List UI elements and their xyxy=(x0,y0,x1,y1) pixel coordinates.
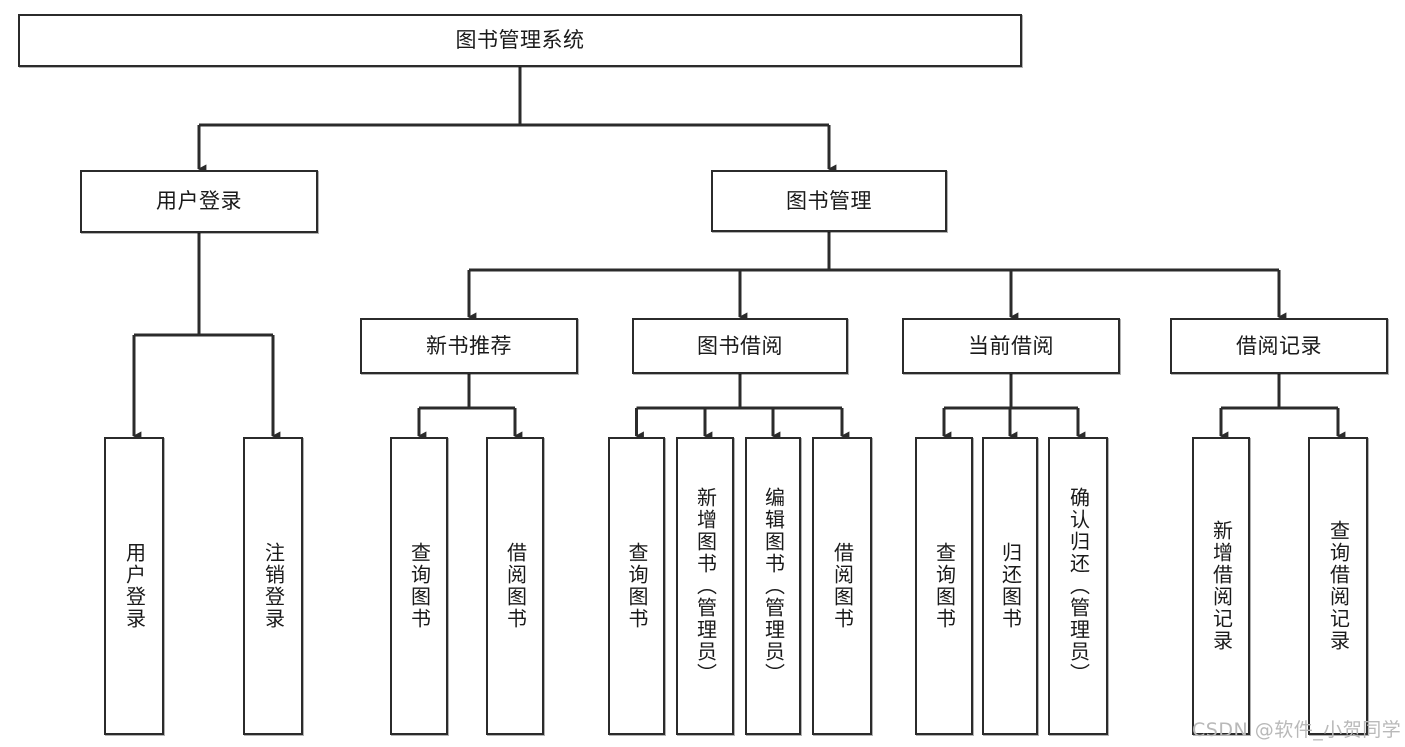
node-label: 图书管理系统 xyxy=(455,28,585,53)
node-label: 借阅图书 xyxy=(830,542,855,630)
node-book-manage[interactable]: 图书管理 xyxy=(711,170,947,232)
node-leaf-borrow-lend[interactable]: 借阅图书 xyxy=(812,437,872,735)
node-label: 确认归还（管理员） xyxy=(1066,487,1091,685)
node-leaf-borrow-edit[interactable]: 编辑图书（管理员） xyxy=(745,437,801,735)
node-label: 新书推荐 xyxy=(426,333,512,358)
node-user-login[interactable]: 用户登录 xyxy=(80,170,318,233)
node-root[interactable]: 图书管理系统 xyxy=(18,14,1022,67)
node-leaf-borrow-add[interactable]: 新增图书（管理员） xyxy=(676,437,734,735)
node-label: 用户登录 xyxy=(122,542,147,630)
node-leaf-borrow-query[interactable]: 查询图书 xyxy=(608,437,665,735)
node-label: 查询借阅记录 xyxy=(1326,520,1351,652)
watermark-text: CSDN @软件_小贺同学 xyxy=(1192,719,1402,741)
node-new-book-rec[interactable]: 新书推荐 xyxy=(360,318,578,374)
node-label: 归还图书 xyxy=(998,542,1023,630)
node-label: 查询图书 xyxy=(932,542,957,630)
node-leaf-user-login[interactable]: 用户登录 xyxy=(104,437,164,735)
node-label: 当前借阅 xyxy=(968,333,1054,358)
node-label: 图书借阅 xyxy=(697,333,783,358)
node-label: 借阅记录 xyxy=(1236,333,1322,358)
node-borrow-record[interactable]: 借阅记录 xyxy=(1170,318,1388,374)
node-label: 用户登录 xyxy=(156,189,242,214)
node-label: 编辑图书（管理员） xyxy=(761,487,786,685)
node-leaf-rec-borrow[interactable]: 借阅图书 xyxy=(486,437,544,735)
node-leaf-cur-confirm[interactable]: 确认归还（管理员） xyxy=(1048,437,1108,735)
node-book-borrow[interactable]: 图书借阅 xyxy=(632,318,848,374)
node-leaf-rec-search[interactable]: 查询借阅记录 xyxy=(1308,437,1368,735)
node-label: 图书管理 xyxy=(786,188,872,213)
node-leaf-rec-query[interactable]: 查询图书 xyxy=(390,437,448,735)
node-label: 新增图书（管理员） xyxy=(693,487,718,685)
connector-lines xyxy=(132,67,1346,441)
node-current-borrow[interactable]: 当前借阅 xyxy=(902,318,1120,374)
node-label: 注销登录 xyxy=(261,542,286,630)
node-label: 查询图书 xyxy=(407,542,432,630)
node-leaf-rec-add[interactable]: 新增借阅记录 xyxy=(1192,437,1250,735)
node-leaf-user-logout[interactable]: 注销登录 xyxy=(243,437,303,735)
node-leaf-cur-query[interactable]: 查询图书 xyxy=(915,437,973,735)
node-label: 查询图书 xyxy=(625,542,649,630)
node-label: 借阅图书 xyxy=(503,542,528,630)
node-leaf-cur-return[interactable]: 归还图书 xyxy=(982,437,1038,735)
node-label: 新增借阅记录 xyxy=(1209,520,1234,652)
